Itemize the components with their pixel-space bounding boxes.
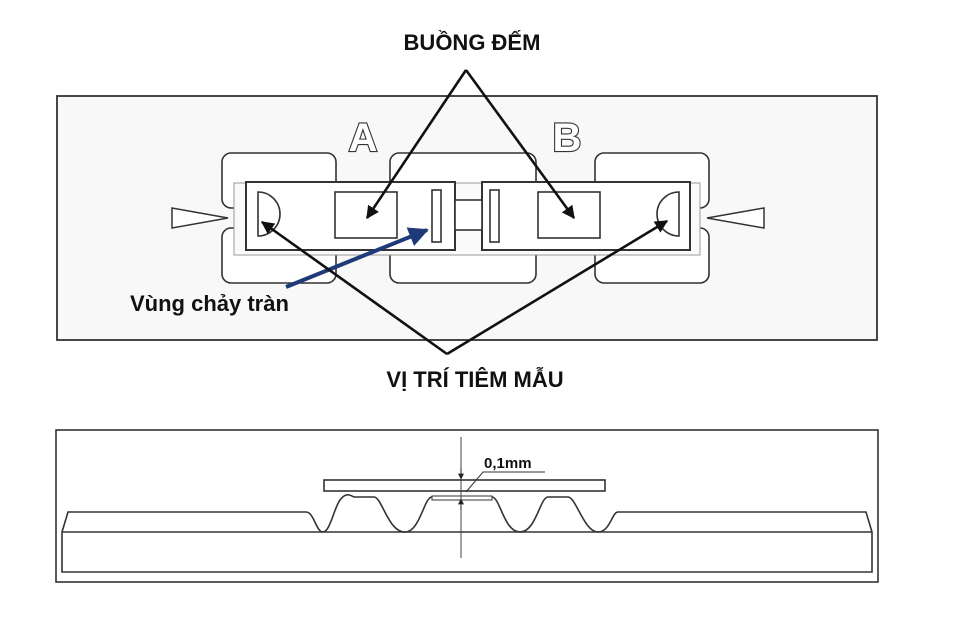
- coverslip: [323, 479, 606, 492]
- counting-grid-b: [537, 191, 601, 239]
- side-view: 0,1mm: [55, 429, 879, 583]
- chamber-a-label: A: [349, 116, 378, 160]
- gap-depth-label: 0,1mm: [484, 455, 532, 472]
- overflow-slot-right: [489, 189, 500, 243]
- chamber-b-label: B: [553, 116, 582, 160]
- counting-chamber-label: BUỒNG ĐẾM: [404, 30, 541, 55]
- counting-platform: [431, 495, 493, 501]
- slide-base: [61, 493, 873, 573]
- overflow-zone-label: Vùng chảy tràn: [130, 291, 289, 316]
- injection-site-label: VỊ TRÍ TIÊM MẪU: [386, 366, 563, 392]
- overflow-slot-left: [431, 189, 442, 243]
- counting-chamber-arrow-b: [464, 69, 576, 220]
- counting-chamber-arrow-a: [365, 69, 468, 220]
- right-pointer-triangle-icon: [706, 207, 765, 229]
- gap-depth-leader: [465, 471, 545, 493]
- left-pointer-triangle-icon: [171, 207, 229, 229]
- counting-grid-a: [334, 191, 398, 239]
- top-view: A B BUỒNG ĐẾM Vùng chảy tràn VỊ TRÍ TIÊM…: [56, 30, 878, 392]
- chamber-bridge: [454, 199, 483, 231]
- injection-site-arrow-left: [260, 220, 448, 356]
- overflow-zone-arrow: [285, 227, 429, 289]
- injection-site-arrow-right: [446, 219, 669, 356]
